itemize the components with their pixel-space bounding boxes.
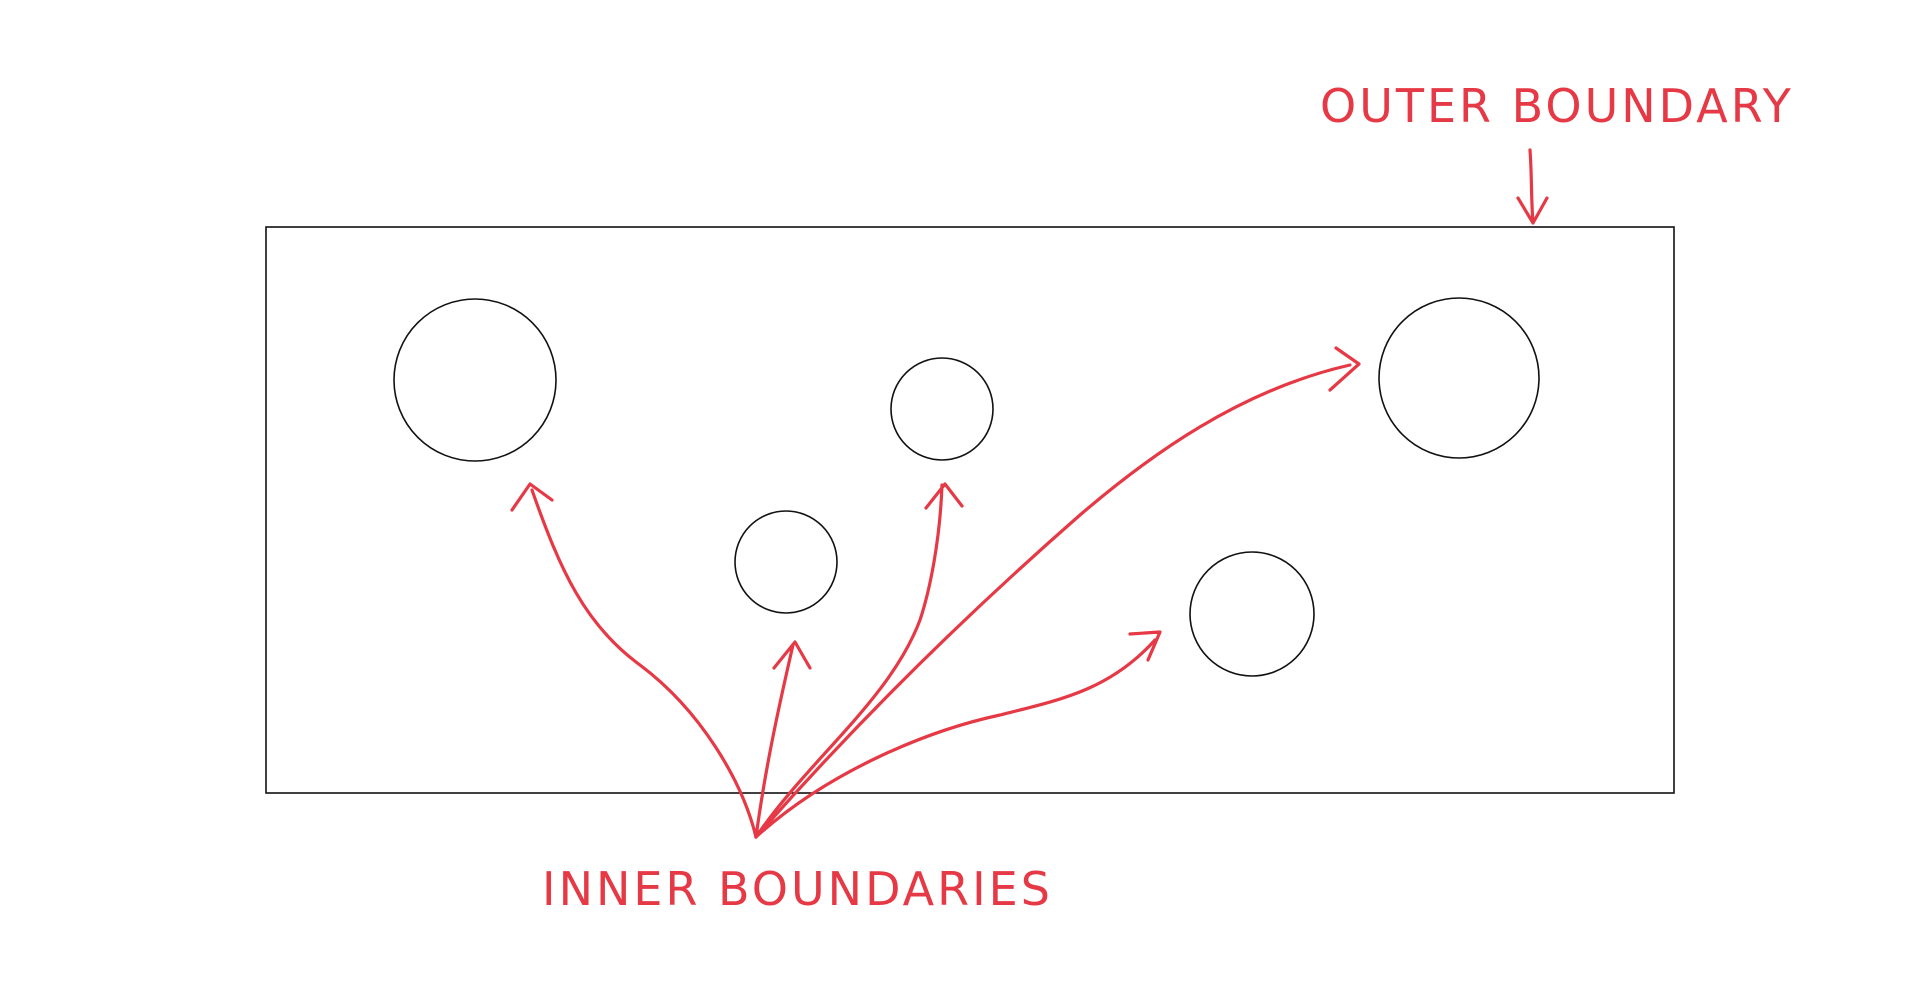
inner-arrow-5 (754, 630, 1162, 839)
outer-boundary-label: OUTER BOUNDARY (1320, 79, 1794, 133)
inner-boundaries-label: INNER BOUNDARIES (542, 862, 1053, 916)
inner-boundary-circle-4 (1378, 297, 1540, 459)
inner-boundary-circle-1 (393, 298, 557, 462)
inner-arrow-4 (754, 346, 1361, 839)
inner-boundary-circle-3 (734, 510, 838, 614)
outer-boundary-rect (265, 226, 1675, 794)
inner-arrow-3 (754, 482, 964, 839)
inner-boundary-circle-2 (890, 357, 994, 461)
inner-arrow-2 (754, 640, 812, 839)
inner-arrow-1 (510, 482, 758, 839)
inner-boundary-circle-5 (1189, 551, 1315, 677)
outer-boundary-arrow (1516, 148, 1549, 225)
